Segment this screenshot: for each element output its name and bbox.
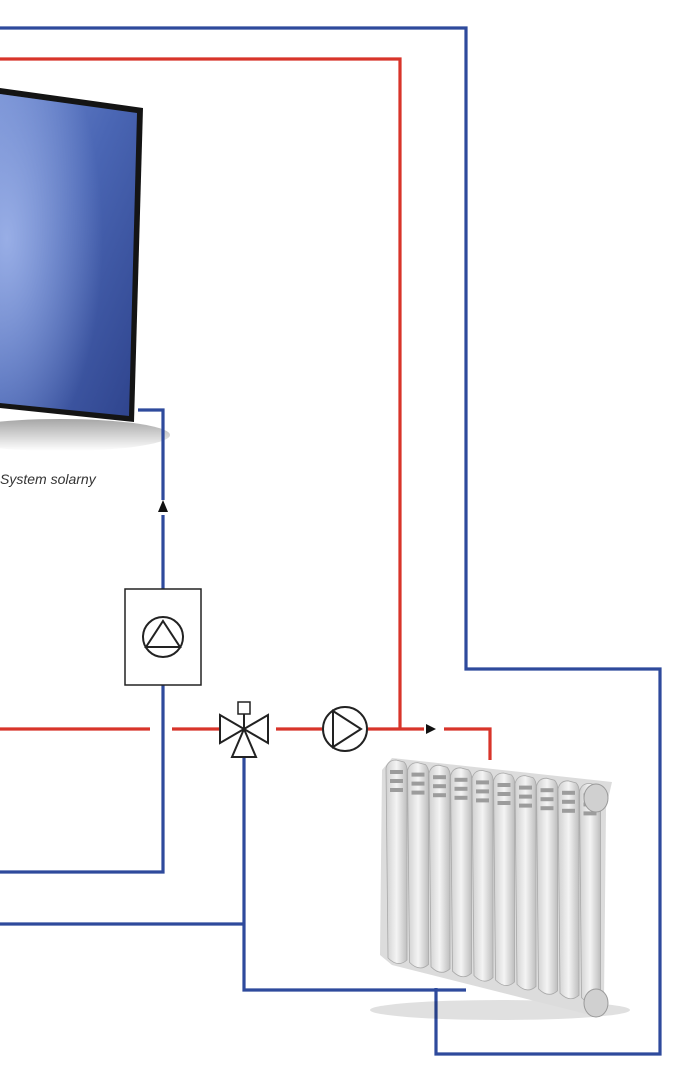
solar-collector-icon	[0, 88, 170, 451]
radiator-fin-slot	[390, 770, 403, 774]
radiator-fin-slot	[519, 794, 532, 799]
radiator-fin-slot	[476, 798, 489, 803]
radiator-fin	[471, 769, 494, 982]
radiator-fin-slot	[540, 797, 554, 802]
radiator-fin-slot	[411, 790, 425, 795]
radiator-fin	[557, 780, 580, 1000]
radiator-fin	[407, 762, 430, 969]
radiator-fin-slot	[583, 811, 597, 816]
radiator-fin	[514, 775, 537, 991]
radiator-fin-slot	[497, 801, 511, 805]
radiator-fin-slot	[497, 783, 511, 787]
solar-return-pipe	[138, 408, 165, 500]
circulation-pump-icon	[124, 588, 202, 686]
radiator-fin-slot	[433, 775, 446, 780]
radiator-fin-slot	[390, 788, 403, 792]
radiator-fin-slot	[454, 786, 468, 791]
radiator-fin-slot	[562, 799, 575, 804]
radiator-icon	[370, 758, 630, 1020]
radiator-fin-slot	[562, 790, 575, 795]
supply-pipe-to-radiator-b	[444, 727, 492, 760]
radiator-fin-slot	[519, 785, 532, 790]
radiator-fin	[428, 764, 451, 973]
radiator-fin-slot	[540, 788, 554, 793]
radiator-fin-slot	[411, 781, 425, 786]
radiator-fin-slot	[562, 808, 575, 813]
radiator-fin-slot	[519, 803, 532, 808]
radiator-fin	[385, 759, 408, 964]
radiator-fin-slot	[390, 779, 403, 783]
flow-arrow-icon	[158, 500, 168, 512]
supply-pipe-top	[0, 57, 402, 729]
radiator-fin-slot	[411, 772, 425, 777]
return-pipe-outer	[0, 26, 662, 1056]
radiator-fin-slot	[497, 792, 511, 796]
radiator-fin	[450, 767, 473, 978]
radiator-fin-slot	[540, 806, 554, 811]
radiator-fin-slot	[476, 789, 489, 794]
bypass-pipe	[242, 757, 466, 992]
radiator-fin	[579, 782, 602, 1004]
radiator-fin-slot	[454, 795, 468, 800]
radiator-fin-slot	[433, 793, 446, 798]
circulation-pump-icon	[322, 706, 368, 752]
three-way-valve-icon	[219, 701, 269, 758]
solar-system-label: System solarny	[0, 471, 97, 487]
radiator-fin	[536, 777, 559, 995]
radiator-fin	[493, 772, 516, 986]
radiator-fin-slot	[433, 784, 446, 789]
solar-pipe-below-pump	[0, 685, 165, 874]
flow-arrow-icon	[426, 724, 436, 734]
radiator-fin-slot	[454, 777, 468, 782]
radiator-fin-slot	[476, 780, 489, 785]
